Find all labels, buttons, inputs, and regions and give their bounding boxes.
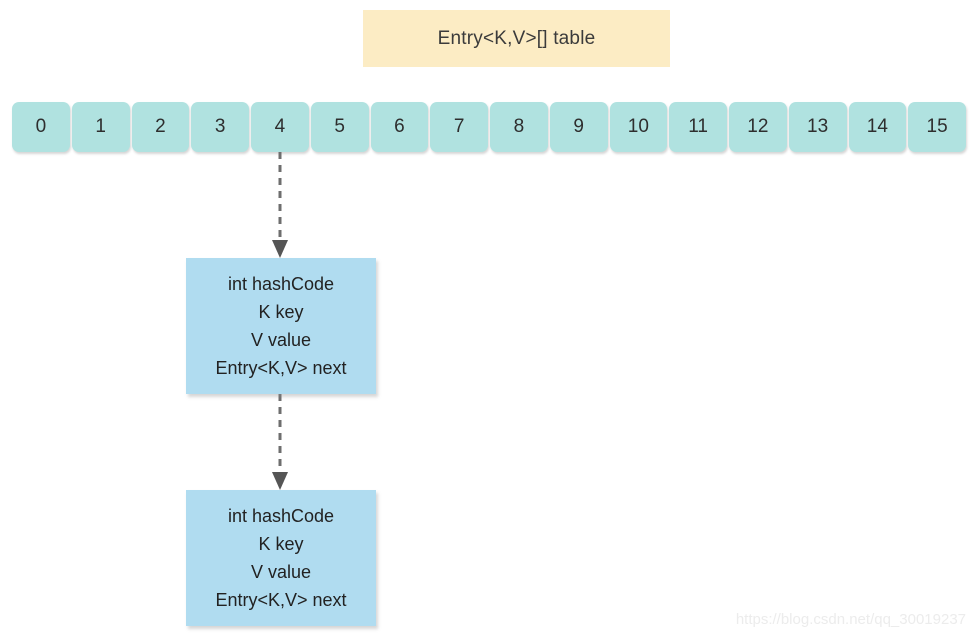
entry-field-value: V value — [250, 330, 312, 350]
array-cell-13[interactable]: 13 — [788, 102, 847, 152]
dashed-arrow-icon — [272, 152, 288, 258]
entry-field-hashcode: int hashCode — [227, 274, 335, 294]
array-cell-index: 0 — [35, 116, 47, 137]
array-cell-index: 14 — [866, 116, 888, 137]
array-cell-1[interactable]: 1 — [71, 102, 130, 152]
entry-node-1: int hashCode K key V value Entry<K,V> ne… — [186, 258, 376, 394]
array-cell-4[interactable]: 4 — [251, 102, 309, 152]
array-cell-index: 7 — [453, 116, 465, 137]
entry-field-value: V value — [250, 562, 312, 582]
table-title-banner: Entry<K,V>[] table — [363, 10, 670, 67]
entry-field-hashcode: int hashCode — [227, 506, 335, 526]
array-cell-index: 6 — [394, 116, 405, 137]
array-cell-index: 5 — [334, 116, 345, 137]
array-cell-15[interactable]: 15 — [908, 102, 966, 152]
entry-node-2: int hashCode K key V value Entry<K,V> ne… — [186, 490, 376, 626]
table-title-text: Entry<K,V>[] table — [437, 27, 596, 49]
array-cell-5[interactable]: 5 — [310, 102, 369, 152]
array-cell-index: 12 — [747, 116, 769, 137]
connector-bucket-to-entry-1 — [250, 152, 310, 260]
array-cell-12[interactable]: 12 — [729, 102, 787, 152]
array-cell-index: 4 — [274, 116, 286, 137]
array-cell-7[interactable]: 7 — [430, 102, 488, 152]
entry-field-key: K key — [258, 302, 304, 322]
array-cell-index: 8 — [513, 116, 525, 137]
array-cell-index: 2 — [155, 116, 166, 137]
array-cell-14[interactable]: 14 — [848, 102, 907, 152]
array-cell-index: 11 — [688, 116, 708, 137]
array-cell-9[interactable]: 9 — [549, 102, 608, 152]
connector-entry-1-to-entry-2 — [250, 394, 310, 492]
watermark-text: https://blog.csdn.net/qq_30019237 — [735, 611, 966, 628]
array-cell-11[interactable]: 11 — [669, 102, 727, 152]
array-cell-index: 13 — [807, 116, 829, 137]
entry-field-next: Entry<K,V> next — [215, 590, 347, 610]
array-cell-8[interactable]: 8 — [490, 102, 548, 152]
array-cell-2[interactable]: 2 — [131, 102, 190, 152]
array-cell-index: 15 — [926, 116, 948, 137]
entry-field-next: Entry<K,V> next — [215, 358, 347, 378]
array-cell-index: 3 — [214, 116, 226, 137]
hash-table-array: 0 1 2 3 4 5 6 7 8 9 10 11 12 13 14 15 — [12, 102, 966, 152]
array-cell-0[interactable]: 0 — [12, 102, 70, 152]
array-cell-index: 1 — [95, 116, 106, 137]
array-cell-6[interactable]: 6 — [370, 102, 429, 152]
entry-field-key: K key — [258, 534, 304, 554]
array-cell-index: 10 — [627, 116, 649, 137]
array-cell-10[interactable]: 10 — [609, 102, 668, 152]
dashed-arrow-icon — [272, 394, 288, 490]
array-cell-3[interactable]: 3 — [191, 102, 249, 152]
array-cell-index: 9 — [573, 116, 584, 137]
